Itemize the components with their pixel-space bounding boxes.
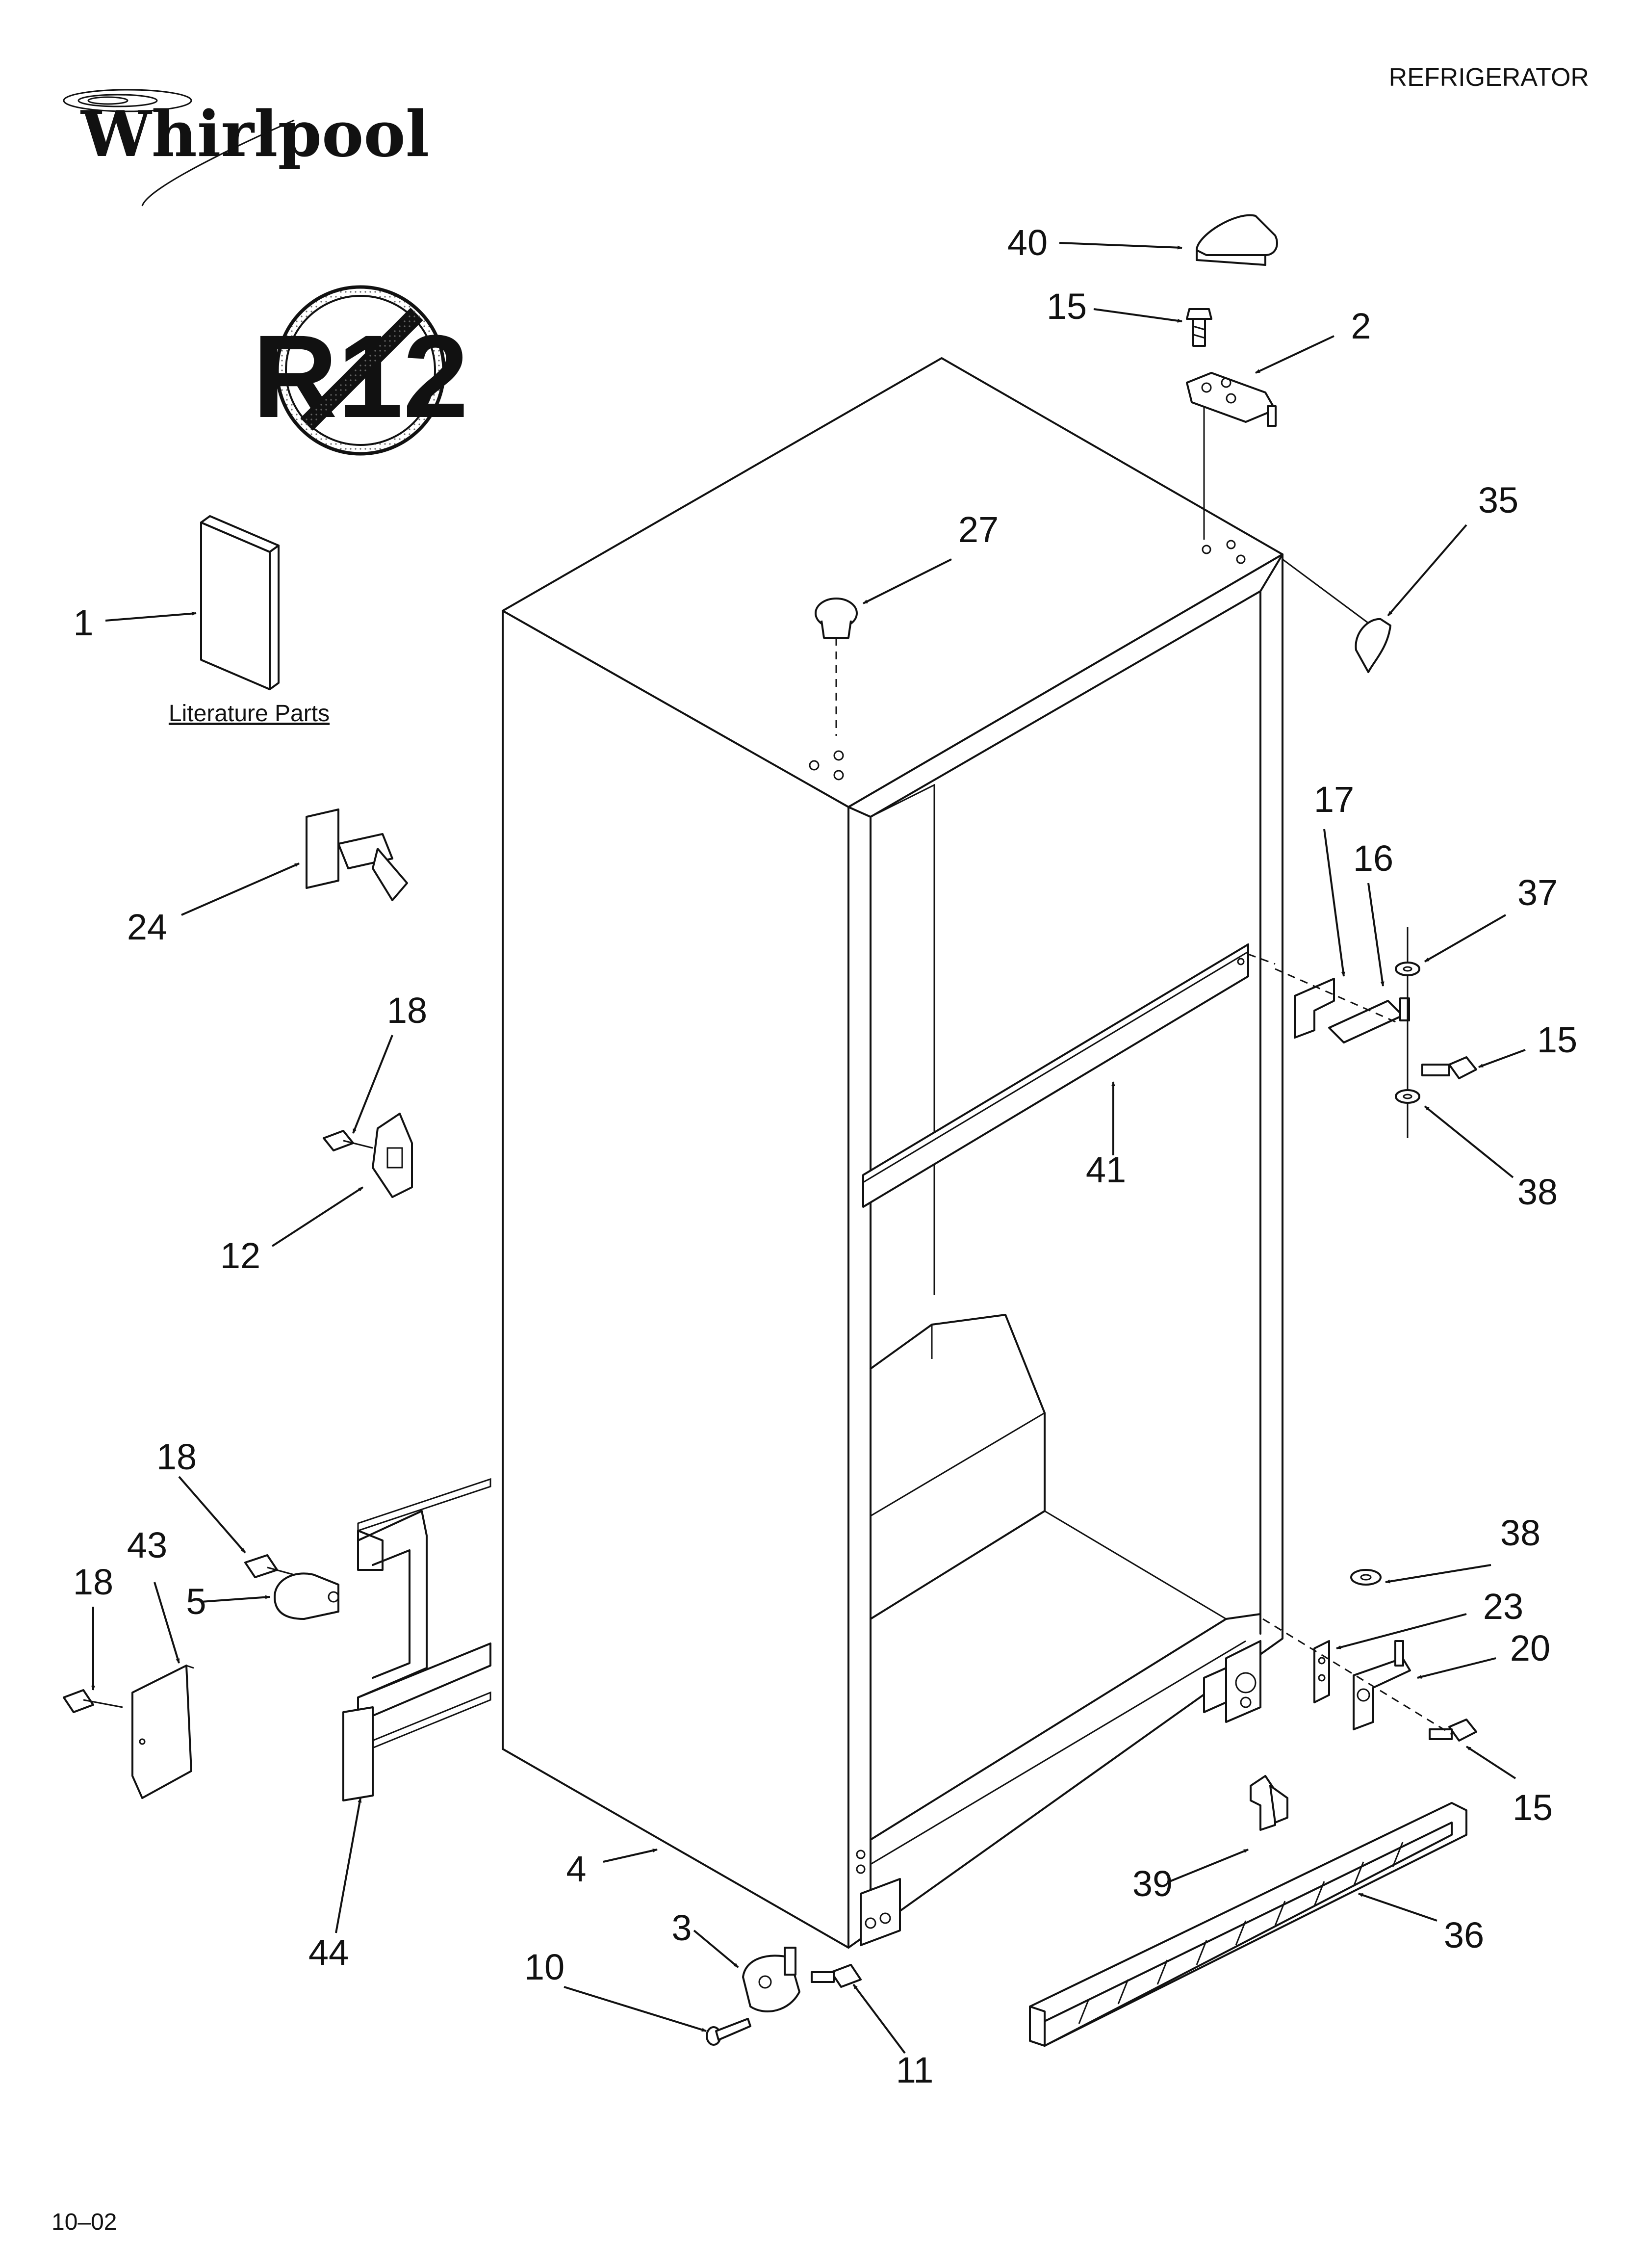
- part-44-handle-bracket: [342, 1478, 491, 1801]
- part-10-pin: [706, 2018, 751, 2046]
- product-title: REFRIGERATOR: [1389, 63, 1589, 92]
- callout-35: 35: [1478, 480, 1518, 521]
- part-43-cover: [63, 1665, 194, 1799]
- callout-24: 24: [127, 907, 167, 947]
- callout-3: 3: [671, 1907, 692, 1948]
- callout-18: 18: [387, 990, 427, 1031]
- callout-44: 44: [308, 1932, 349, 1973]
- callout-23: 23: [1483, 1586, 1523, 1627]
- whirlpool-logo: Whirlpool: [63, 89, 429, 207]
- callout-40: 40: [1007, 222, 1048, 263]
- literature-parts-label: Literature Parts: [169, 701, 330, 727]
- callout-15: 15: [1047, 286, 1087, 327]
- part-2-top-hinge: [1186, 372, 1277, 540]
- part-11-screw: [811, 1964, 862, 1988]
- callout-41: 41: [1086, 1149, 1126, 1190]
- callout-15: 15: [1537, 1019, 1577, 1060]
- callout-11: 11: [896, 2050, 934, 2090]
- brand-wordmark: Whirlpool: [80, 98, 429, 171]
- refrigerator-cabinet: [502, 357, 1283, 1949]
- callout-43: 43: [127, 1525, 167, 1565]
- part-12-bracket: [323, 1113, 413, 1198]
- part-27-plug: [815, 598, 858, 736]
- part-35-shim: [1282, 558, 1391, 673]
- callout-20: 20: [1510, 1628, 1550, 1668]
- callout-27: 27: [958, 509, 999, 550]
- callout-18: 18: [156, 1436, 197, 1477]
- leader-lines: [91, 242, 1526, 2054]
- callout-39: 39: [1132, 1863, 1173, 1904]
- callout-36: 36: [1444, 1915, 1484, 1955]
- callout-17: 17: [1314, 779, 1354, 820]
- part-5-clip: [244, 1554, 339, 1620]
- literature-booklet: [200, 515, 280, 690]
- part-20-bottom-hinge: [1262, 1569, 1477, 1742]
- callout-4: 4: [566, 1849, 586, 1889]
- callout-12: 12: [220, 1235, 260, 1276]
- callout-15: 15: [1513, 1787, 1553, 1828]
- part-24-door-stop: [306, 808, 408, 901]
- divider-rail: [862, 943, 1276, 1208]
- part-36-base-grille: [1029, 1802, 1467, 2047]
- callout-38: 38: [1517, 1172, 1558, 1212]
- part-3-roller-bracket: [742, 1947, 800, 2012]
- part-39-clip: [1250, 1775, 1288, 1831]
- callout-10: 10: [524, 1947, 564, 1987]
- part-40-hinge-cover: [1196, 214, 1278, 266]
- part-17-16-center-hinge: [1275, 927, 1477, 1138]
- callout-labels: 40 15 2 35 27 1 24 18 12 17 16 37 15 38 …: [73, 222, 1577, 2090]
- callout-2: 2: [1351, 306, 1371, 346]
- callout-16: 16: [1353, 838, 1393, 879]
- callout-37: 37: [1517, 872, 1558, 913]
- callout-1: 1: [73, 602, 93, 643]
- callout-5: 5: [186, 1581, 206, 1622]
- no-r12-badge: R12: [253, 285, 468, 456]
- callout-38: 38: [1500, 1512, 1540, 1553]
- date-code: 10–02: [51, 2209, 117, 2235]
- part-15-screw-top: [1186, 308, 1212, 347]
- callout-18: 18: [73, 1562, 113, 1602]
